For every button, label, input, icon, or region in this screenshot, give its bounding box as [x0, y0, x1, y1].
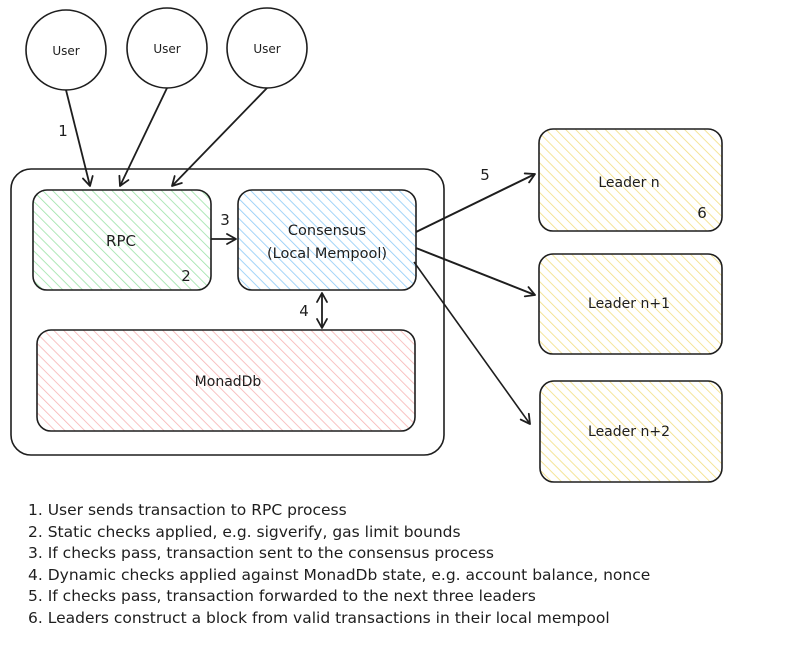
legend-item-6: 6. Leaders construct a block from valid … — [28, 608, 610, 627]
monaddb-box: MonadDb — [36, 329, 416, 432]
step-3-label: 3 — [220, 211, 230, 229]
user-label-3: User — [253, 42, 280, 56]
consensus-label-line2: (Local Mempool) — [267, 246, 387, 262]
arrow-user3-to-rpc — [171, 87, 268, 187]
node-container — [10, 168, 445, 456]
consensus-box: Consensus (Local Mempool) — [237, 189, 417, 291]
arrow-user1-to-rpc — [65, 89, 94, 187]
legend-item-2: 2. Static checks applied, e.g. sigverify… — [28, 522, 461, 541]
legend-item-3: 3. If checks pass, transaction sent to t… — [28, 544, 494, 562]
step-5-label: 5 — [480, 166, 490, 184]
arrow-consensus-to-leader-n2 — [413, 261, 531, 425]
user-node-3: User — [226, 7, 308, 89]
arrow-consensus-to-leader-n1 — [415, 247, 536, 298]
step-6-label: 6 — [697, 204, 707, 222]
architecture-diagram: User User User RPC 2 Consensus (Local Me… — [10, 7, 723, 483]
legend-item-1: 1. User sends transaction to RPC process — [28, 501, 347, 519]
arrow-user2-to-rpc — [118, 87, 168, 187]
leader-n1-label: Leader n+1 — [588, 296, 670, 312]
user-node-2: User — [126, 7, 208, 89]
legend-item-4: 4. Dynamic checks applied against MonadD… — [28, 565, 651, 584]
consensus-label-line1: Consensus — [288, 223, 366, 239]
leader-n2-box: Leader n+2 — [539, 380, 723, 483]
leader-n-box: Leader n 6 — [538, 128, 723, 232]
step-2-label: 2 — [181, 267, 191, 285]
leader-n1-box: Leader n+1 — [538, 253, 723, 355]
user-label-2: User — [153, 42, 180, 56]
leader-n-label: Leader n — [598, 175, 659, 191]
step-4-label: 4 — [299, 302, 309, 320]
step-1-label: 1 — [58, 122, 68, 140]
rpc-label: RPC — [106, 232, 136, 250]
user-label-1: User — [52, 44, 79, 58]
leader-n2-label: Leader n+2 — [588, 424, 670, 440]
rpc-box: RPC 2 — [32, 189, 212, 291]
steps-legend: 1. User sends transaction to RPC process… — [28, 500, 650, 629]
arrow-consensus-to-leader-n — [415, 172, 536, 233]
legend-item-5: 5. If checks pass, transaction forwarded… — [28, 587, 536, 605]
user-node-1: User — [25, 9, 107, 91]
monaddb-label: MonadDb — [195, 374, 262, 390]
